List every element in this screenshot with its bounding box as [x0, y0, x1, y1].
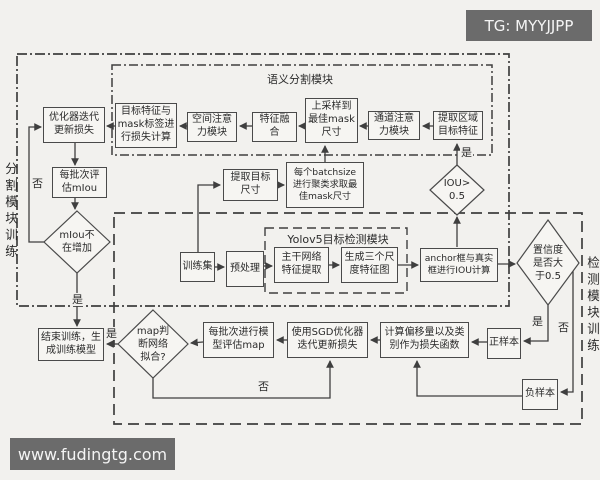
segmentation-training-container	[16, 53, 510, 307]
batch-map-box: 每批次进行模 型评估map	[203, 322, 274, 358]
detection-training-label: 检测模块训练	[585, 256, 600, 355]
site-watermark: www.fudingtg.com	[10, 438, 175, 470]
conf-no-label: 否	[557, 321, 570, 334]
conf-yes-label: 是	[531, 315, 544, 328]
miou-decision-diamond	[43, 210, 111, 274]
confidence-decision-diamond	[516, 218, 580, 307]
batchsize-cluster-box: 每个batchsize 进行聚类求取最 佳mask尺寸	[286, 162, 364, 208]
semantic-module-container	[111, 64, 493, 156]
miou-decision-label: mIou不 在增加	[59, 230, 95, 254]
segmentation-training-label: 分割模块训练	[3, 162, 18, 261]
map-decision-diamond	[117, 309, 189, 379]
optimizer-update-box: 优化器迭代 更新损失	[43, 107, 105, 143]
train-set-box: 训练集	[180, 252, 215, 282]
confidence-decision-label: 置信度 是否大 于0.5	[533, 244, 563, 282]
preprocess-box: 预处理	[226, 251, 264, 287]
negative-sample-box: 负样本	[522, 379, 558, 410]
sgd-update-box: 使用SGD优化器 迭代更新损失	[287, 322, 368, 358]
backbone-feature-box: 主干网络 特征提取	[274, 247, 329, 283]
batch-miou-box: 每批次评 估mIou	[52, 167, 107, 198]
map-decision-label: map判 断网络 拟合?	[136, 326, 170, 363]
semantic-module-title: 语义分割模块	[267, 73, 333, 86]
iou-yes-label: 是	[460, 146, 473, 159]
three-scale-feature-box: 生成三个尺 度特征图	[341, 247, 398, 283]
offset-loss-box: 计算偏移量以及类 别作为损失函数	[380, 322, 469, 358]
channel-attention-box: 通道注意 力模块	[368, 111, 420, 140]
spatial-attention-box: 空间注意 力模块	[187, 112, 237, 142]
iou-decision-diamond	[429, 164, 485, 216]
loss-calc-box: 目标特征与 mask标签进 行损失计算	[115, 103, 177, 148]
miou-no-label: 否	[31, 177, 44, 190]
positive-sample-box: 正样本	[487, 328, 521, 359]
extract-region-feature-box: 提取区域 目标特征	[433, 111, 483, 140]
upsample-mask-box: 上采样到 最佳mask 尺寸	[305, 98, 358, 143]
extract-target-size-box: 提取目标 尺寸	[223, 169, 278, 201]
map-yes-label: 是	[105, 327, 118, 340]
iou-decision-label: IOU> 0.5	[443, 178, 471, 202]
yolov5-module-title: Yolov5目标检测模块	[287, 233, 389, 246]
end-training-box: 结束训练，生 成训练模型	[38, 328, 104, 361]
anchor-iou-box: anchor框与真实 框进行IOU计算	[420, 248, 498, 282]
yolov5-module-container	[264, 227, 408, 294]
tg-watermark: TG: MYYJJPP	[466, 10, 592, 41]
feature-fusion-box: 特征融 合	[252, 112, 297, 142]
miou-yes-label: 是	[71, 293, 84, 306]
map-no-label: 否	[257, 380, 270, 393]
